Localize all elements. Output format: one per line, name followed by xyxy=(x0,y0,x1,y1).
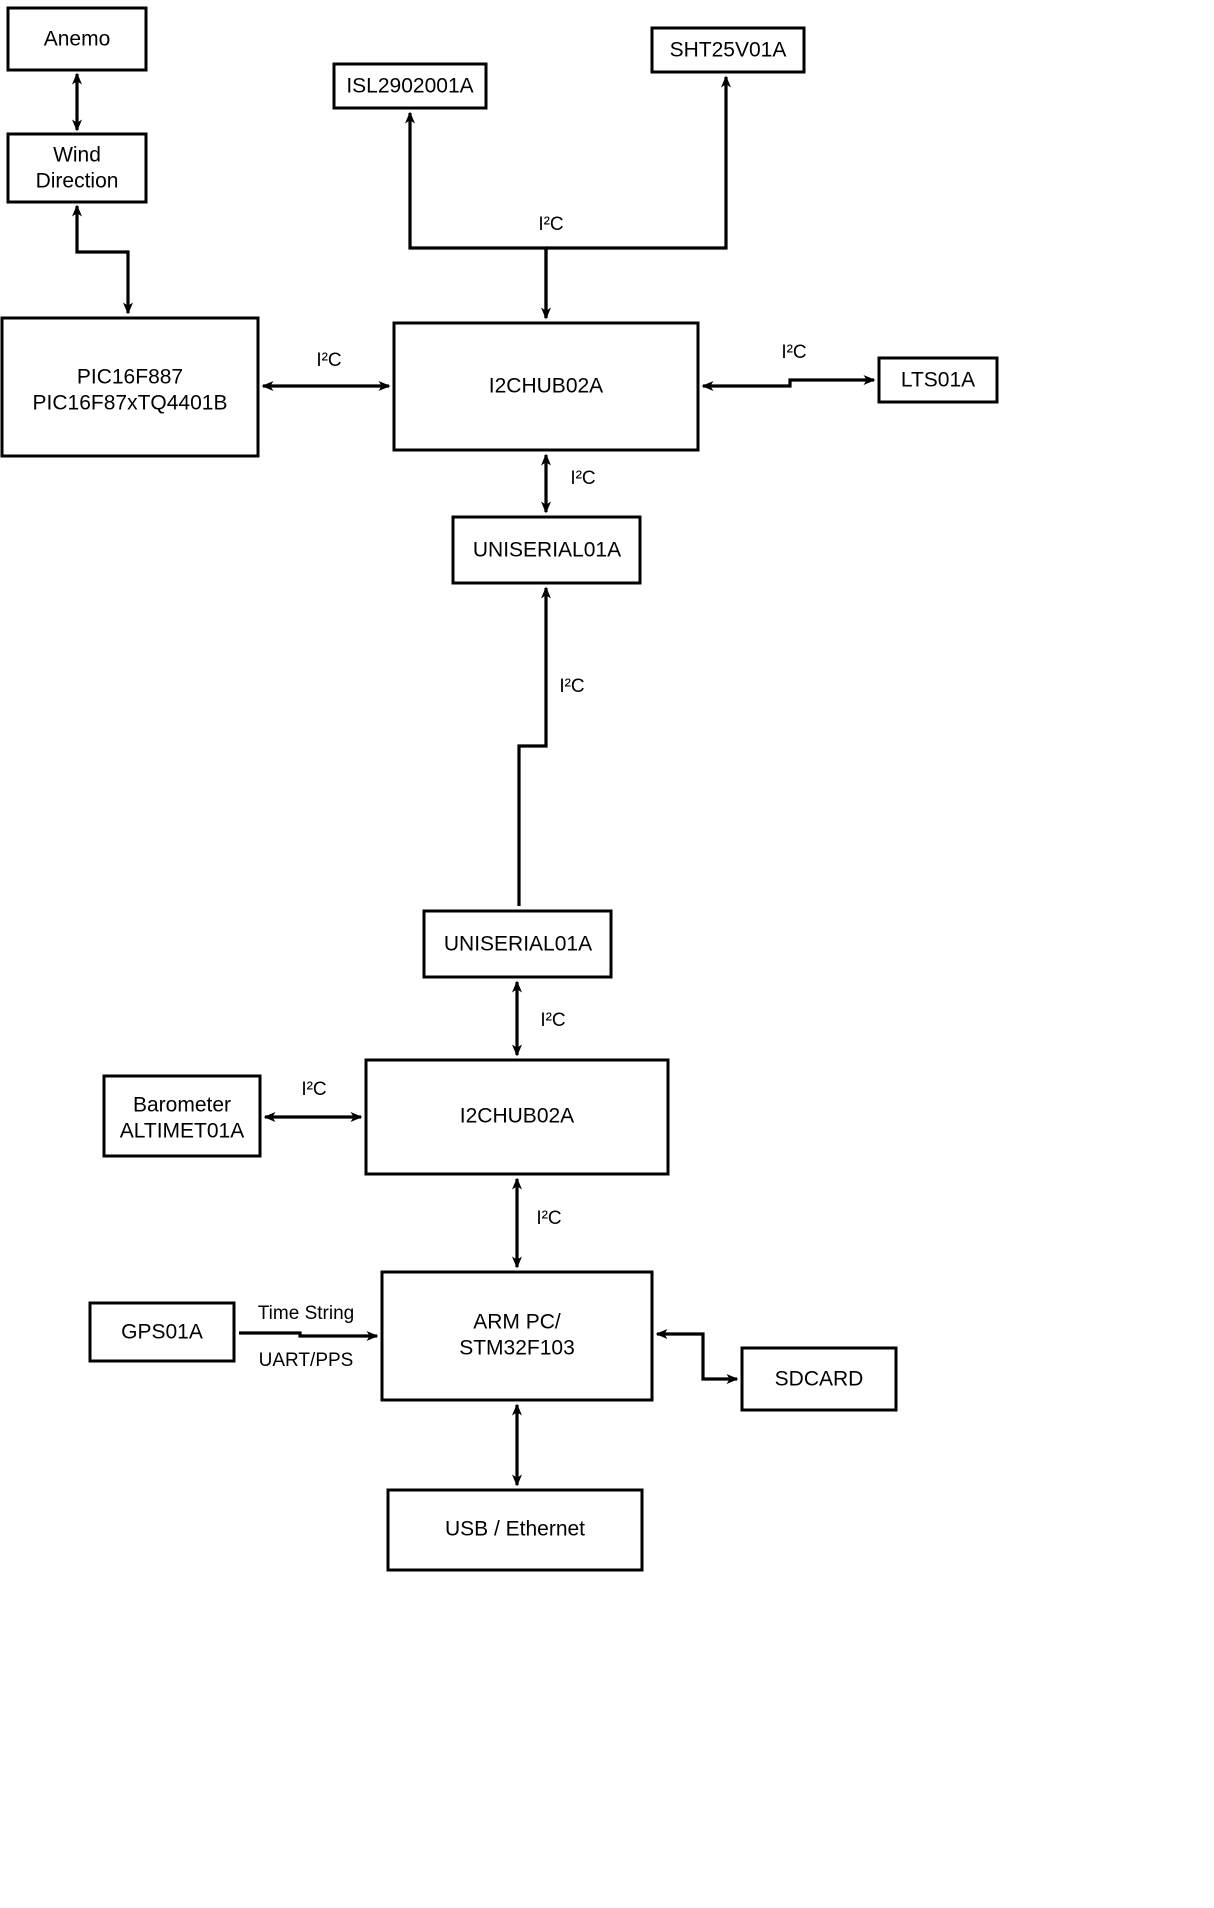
edge-label-i2c-pic-hub: I²C xyxy=(316,350,341,371)
node-pic16f887-label-line2: PIC16F87xTQ4401B xyxy=(33,392,228,415)
connection-arm-sdcard xyxy=(655,1329,739,1384)
node-i2chub02a-top[interactable]: I2CHUB02A xyxy=(392,321,700,452)
connection-uniserial-b-to-a xyxy=(517,586,551,906)
node-sht25v01a[interactable]: SHT25V01A xyxy=(650,26,806,74)
node-pic16f887-label-line1: PIC16F887 xyxy=(77,366,183,389)
node-usb-ethernet-label: USB / Ethernet xyxy=(445,1518,585,1541)
node-pic16f887[interactable]: PIC16F887 PIC16F87xTQ4401B xyxy=(0,316,260,458)
edge-label-uart-pps: UART/PPS xyxy=(259,1350,354,1371)
edge-label-i2c-barometer-hub2: I²C xyxy=(301,1079,326,1100)
edge-labels-layer: I²C I²C I²C I²C I²C I²C I²C I²C Time Str… xyxy=(258,214,807,1371)
node-wind-direction[interactable]: Wind Direction xyxy=(6,132,148,204)
connections-layer xyxy=(72,72,876,1487)
connection-hub-lts xyxy=(701,375,876,391)
node-arm-pc-label-line2: STM32F103 xyxy=(459,1337,575,1360)
node-wind-direction-label-line1: Wind xyxy=(53,144,101,167)
edge-label-i2c-bus-top: I²C xyxy=(538,214,563,235)
node-i2chub02a-bottom-label: I2CHUB02A xyxy=(460,1105,574,1128)
connection-hub-sht xyxy=(546,75,731,250)
edge-label-i2c-hub2-arm: I²C xyxy=(536,1208,561,1229)
node-barometer-label-line1: Barometer xyxy=(133,1094,231,1117)
edge-label-i2c-hub-uniserial: I²C xyxy=(570,468,595,489)
node-isl2902001a-label: ISL2902001A xyxy=(346,75,473,98)
edge-label-i2c-uniserial-uniserial: I²C xyxy=(559,676,584,697)
edge-label-i2c-hub-lts: I²C xyxy=(781,342,806,363)
node-gps01a-label: GPS01A xyxy=(121,1321,203,1344)
connection-pic-winddir xyxy=(72,204,133,315)
nodes-layer: Anemo Wind Direction PIC16F887 PIC16F87x… xyxy=(0,6,999,1572)
node-wind-direction-label-line2: Direction xyxy=(36,170,119,193)
node-i2chub02a-top-label: I2CHUB02A xyxy=(489,375,603,398)
node-usb-ethernet[interactable]: USB / Ethernet xyxy=(386,1488,644,1572)
node-barometer-altimet01a[interactable]: Barometer ALTIMET01A xyxy=(102,1074,262,1158)
node-gps01a[interactable]: GPS01A xyxy=(88,1301,236,1363)
node-uniserial01a-upper[interactable]: UNISERIAL01A xyxy=(451,515,642,585)
node-sdcard-label: SDCARD xyxy=(775,1368,864,1391)
node-arm-pc-stm32f103[interactable]: ARM PC/ STM32F103 xyxy=(380,1270,654,1402)
node-uniserial01a-upper-label: UNISERIAL01A xyxy=(473,539,621,562)
node-sdcard[interactable]: SDCARD xyxy=(740,1346,898,1412)
node-lts01a-label: LTS01A xyxy=(901,369,975,392)
connection-hub-isl xyxy=(405,111,548,318)
node-isl2902001a[interactable]: ISL2902001A xyxy=(332,62,488,110)
node-anemo-label: Anemo xyxy=(44,28,111,51)
node-uniserial01a-lower-label: UNISERIAL01A xyxy=(444,933,592,956)
edge-label-i2c-uniserial-hub2: I²C xyxy=(540,1010,565,1031)
node-anemo[interactable]: Anemo xyxy=(6,6,148,72)
node-i2chub02a-bottom[interactable]: I2CHUB02A xyxy=(364,1058,670,1176)
node-arm-pc-label-line1: ARM PC/ xyxy=(473,1311,561,1334)
node-barometer-label-line2: ALTIMET01A xyxy=(120,1120,244,1143)
edge-label-time-string: Time String xyxy=(258,1303,354,1324)
node-sht25v01a-label: SHT25V01A xyxy=(670,39,787,62)
node-lts01a[interactable]: LTS01A xyxy=(877,356,999,404)
node-uniserial01a-lower[interactable]: UNISERIAL01A xyxy=(422,909,613,979)
connection-gps-arm xyxy=(239,1331,379,1341)
